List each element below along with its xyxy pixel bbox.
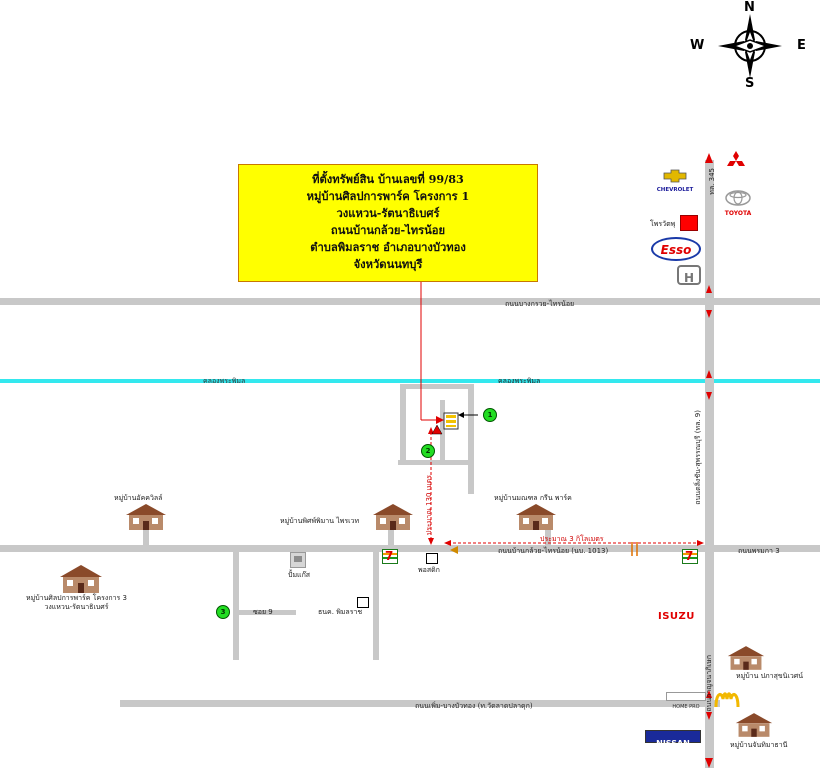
house-icon <box>373 504 413 530</box>
house-icon <box>516 504 556 530</box>
house-icon <box>60 565 102 593</box>
compass-rose-icon <box>718 14 782 78</box>
chevrolet-logo: CHEVROLET <box>652 168 698 193</box>
soi-village-inner <box>440 400 445 465</box>
gas-station-icon <box>290 552 306 568</box>
post-office-icon <box>426 553 438 564</box>
pin-3[interactable]: 3 <box>216 605 230 619</box>
right-highway <box>705 160 714 768</box>
soi-9-label: ซอย 9 <box>253 608 273 616</box>
soi-village-2 <box>468 384 474 494</box>
esso-text: Esso <box>660 243 692 257</box>
homepro-logo: HOME PRO <box>666 692 706 710</box>
canal-label-left: คลองพระพิมล <box>203 377 246 385</box>
bottom-road-label: ถนนเพิ่ม-บางบัวทอง (ท.วัดลาดปลาดุก) <box>415 702 533 710</box>
info-line-6: จังหวัดนนทบุรี <box>353 257 423 271</box>
arrow-up-icon <box>705 153 713 163</box>
right-road-label: ถนนตลิ่งชัน-สุพรรณบุรี (ทล. 9) <box>694 410 702 505</box>
esso-logo: Esso <box>651 237 701 261</box>
arrow-down-icon <box>705 758 713 768</box>
seven-eleven-logo-right: 7 <box>682 549 698 564</box>
toyota-text: TOYOTA <box>724 210 752 217</box>
mcdonalds-logo <box>714 692 740 708</box>
soi-left <box>143 527 149 547</box>
village-mid-label: หมู่บ้านพิศพ์พิมาน ไพรเวท <box>280 517 360 525</box>
toyota-logo: TOYOTA <box>718 190 758 217</box>
pin-1[interactable]: 1 <box>483 408 497 422</box>
vertical-distance-label: ประมาณ 130 เมตร <box>425 475 433 536</box>
horizontal-distance-label: ประมาณ 3 กิโลเมตร <box>540 535 604 543</box>
nissan-logo: NISSAN <box>645 730 701 748</box>
canal <box>0 379 820 383</box>
village-far-right-2-label: หมู่บ้านจันทิมาธานี <box>730 741 788 749</box>
highway-345-label: ทล. 345 <box>708 168 716 195</box>
main-road <box>0 545 820 552</box>
soi-mid <box>373 550 379 660</box>
top-road <box>0 298 820 305</box>
house-icon <box>126 504 166 530</box>
soi-village-top <box>400 384 474 389</box>
tesco-icon <box>680 215 698 231</box>
mitsubishi-logo <box>727 151 745 166</box>
soi-9-vertical <box>233 550 239 660</box>
bank-icon <box>357 597 369 608</box>
house-icon <box>727 646 765 670</box>
canal-label-right: คลองพระพิมล <box>498 377 541 385</box>
compass-south: S <box>745 76 755 91</box>
soi-9-horizontal <box>236 610 296 615</box>
compass-east: E <box>797 38 806 53</box>
info-line-1: ที่ตั้งทรัพย์สิน บ้านเลขที่ 99/83 <box>312 172 464 186</box>
village-top-left-label: หมู่บ้านอัคควิลล์ <box>114 494 163 502</box>
info-line-5: ตำบลพิมลราช อำเภอบางบัวทอง <box>310 240 466 254</box>
house-icon <box>735 713 773 737</box>
top-road-label: ถนนบางกรวย-ไทรน้อย <box>505 300 575 308</box>
info-line-3: วงแหวน-รัตนาธิเบศร์ <box>336 206 440 220</box>
main-road-label: ถนนบ้านกล้วย-ไทรน้อย (นบ. 1013) <box>498 547 609 555</box>
chevrolet-text: CHEVROLET <box>656 187 694 193</box>
soi-right <box>545 528 551 546</box>
village-right-label: หมู่บ้านมณฑล กรีน พาร์ค <box>494 494 572 502</box>
village-left-label: หมู่บ้านศิลปการพาร์ค โครงการ 3 วงแหวน-รั… <box>26 594 127 611</box>
compass-north: N <box>744 0 755 15</box>
compass-west: W <box>690 38 705 53</box>
bottom-road <box>120 700 720 707</box>
soi-village <box>400 384 406 464</box>
info-line-4: ถนนบ้านกล้วย-ไทรน้อย <box>330 223 446 237</box>
seven-eleven-logo-left: 7 <box>382 549 398 564</box>
compass: N S W E <box>688 0 814 92</box>
property-info-box: ที่ตั้งทรัพย์สิน บ้านเลขที่ 99/83 หมู่บ้… <box>238 164 538 282</box>
tesco-label: โพรวัตพุ <box>650 220 676 228</box>
soi-village-bottom <box>398 460 474 465</box>
soi-village-mid <box>388 528 394 546</box>
pin-2[interactable]: 2 <box>421 444 435 458</box>
honda-logo: H <box>677 265 701 285</box>
kanchanapisek-label: ถนนกาญจนาภิเษก <box>705 655 713 712</box>
soi-east-label: ถนนพรมกา 3 <box>738 547 780 555</box>
info-line-2: หมู่บ้านศิลปการพาร์ค โครงการ 1 <box>306 189 470 203</box>
post-office-label: พอสดิก <box>418 566 440 574</box>
village-far-right-1-label: หมู่บ้าน ปภาสุขนิเวศน์ <box>736 672 803 680</box>
warning-triangle-icon <box>431 424 443 435</box>
gas-station-label: ปั้มแก๊ส <box>288 571 311 579</box>
bank-label: ธนค. พิมลราช <box>318 608 363 616</box>
isuzu-logo: ISUZU <box>658 611 695 622</box>
